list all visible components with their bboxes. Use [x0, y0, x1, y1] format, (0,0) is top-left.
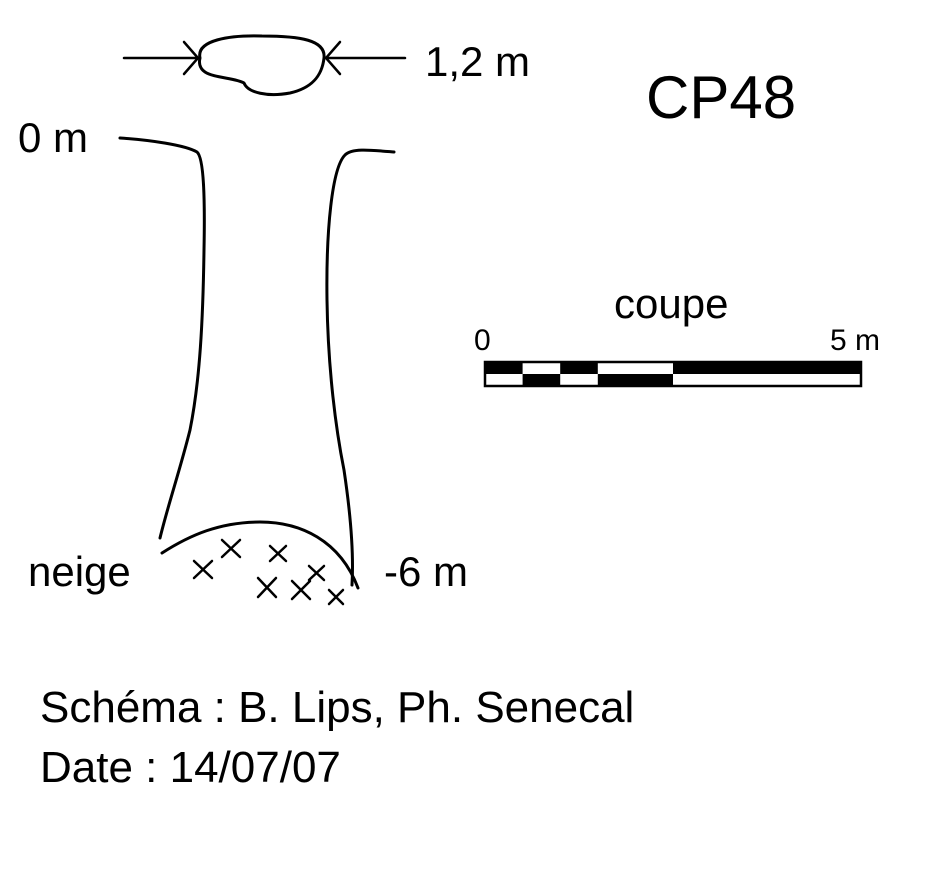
shaft-section: 0 m -6 m neige [18, 114, 468, 606]
top-depth-label: 0 m [18, 114, 88, 161]
scale-bar-block [597, 374, 673, 386]
shaft-wall-left [118, 136, 206, 540]
survey-date: Date : 14/07/07 [40, 743, 341, 792]
entrance-width-label: 1,2 m [425, 38, 530, 85]
scale-start-label: 0 [474, 324, 491, 357]
scale-bar-block [560, 362, 598, 374]
dimension-arrow-right [324, 40, 342, 76]
scale-bar-block [485, 362, 523, 374]
bottom-depth-label: -6 m [384, 548, 468, 595]
entrance-outline [198, 34, 326, 97]
scale-bar: coupe 0 5 m [474, 280, 880, 388]
scale-end-label: 5 m [830, 324, 880, 357]
snow-label: neige [28, 548, 131, 595]
dimension-arrow-left [182, 40, 200, 76]
snow-markers [192, 538, 345, 606]
scale-title: coupe [614, 280, 728, 327]
shaft-wall-right [325, 148, 396, 587]
schema-credit: Schéma : B. Lips, Ph. Senecal [40, 683, 634, 732]
entrance-plan: 1,2 m [122, 34, 530, 97]
scale-bar-block [522, 374, 561, 386]
scale-bar-block [673, 362, 861, 374]
cave-id-label: CP48 [646, 64, 796, 131]
snow-mound-outline [160, 520, 360, 590]
